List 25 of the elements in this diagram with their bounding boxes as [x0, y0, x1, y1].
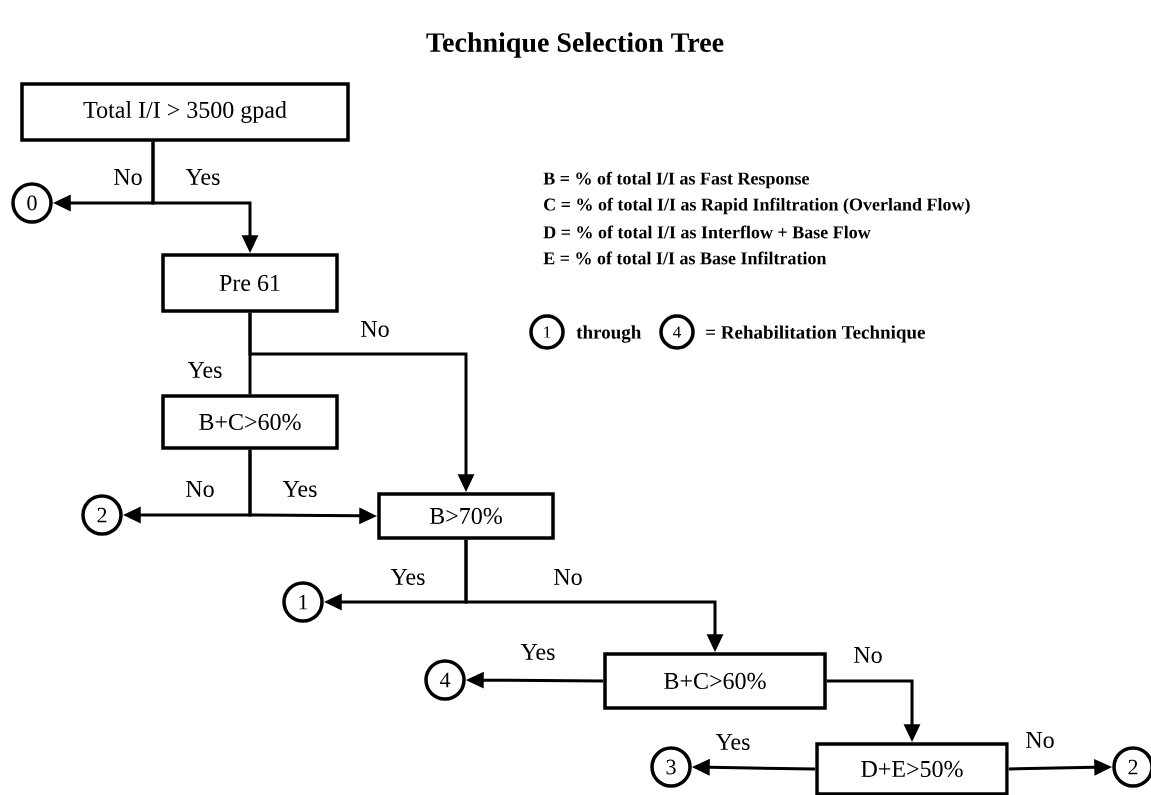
edge-label: Yes: [389, 568, 427, 586]
key-text: = Rehabilitation Technique: [706, 325, 925, 343]
edge-label: No: [552, 568, 584, 586]
edge-label: No: [1024, 731, 1056, 749]
edge-label: Yes: [281, 480, 319, 498]
edge-label: Yes: [519, 643, 557, 661]
edge-label: No: [184, 480, 216, 498]
decision-box: B>70%: [377, 492, 555, 540]
decision-box: B+C>60%: [161, 394, 339, 450]
decision-box: D+E>50%: [815, 742, 1009, 795]
definition-text: E = % of total I/I as Base Infiltration: [543, 251, 827, 265]
title: Technique Selection Tree: [426, 32, 724, 58]
edge-label: No: [852, 646, 884, 664]
key-text: through: [576, 325, 642, 343]
edge-label: Yes: [184, 168, 222, 186]
definition-text: C = % of total I/I as Rapid Infiltration (Overland Flow): [544, 197, 970, 215]
definition-text: B = % of total I/I as Fast Response: [543, 171, 809, 189]
decision-box: Total I/I > 3500 gpad: [20, 82, 350, 142]
edge-label: Yes: [186, 361, 224, 379]
definition-text: D = % of total I/I as Interflow + Base Flow: [543, 225, 871, 239]
decision-box: B+C>60%: [603, 652, 827, 710]
edge-label: Yes: [714, 733, 752, 751]
edge-label: No: [359, 320, 391, 338]
decision-box: Pre 61: [161, 253, 339, 313]
edge-label: No: [112, 168, 144, 186]
